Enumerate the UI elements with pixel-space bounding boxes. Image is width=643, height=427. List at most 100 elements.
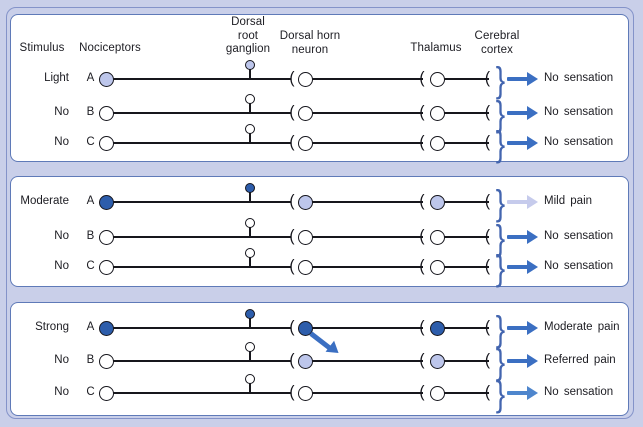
arrow-head xyxy=(526,194,538,209)
synapse-icon: ( xyxy=(484,133,491,152)
outcome-label: No sensation xyxy=(544,135,614,148)
arrow-head xyxy=(526,105,538,120)
thalamus-circle xyxy=(430,229,445,245)
thalamus-circle xyxy=(430,105,445,121)
thalamus-circle xyxy=(430,385,445,401)
synapse-icon: ( xyxy=(484,351,491,370)
outcome-label: No sensation xyxy=(544,229,614,242)
nociceptor-circle xyxy=(99,229,114,245)
arrow-shaft xyxy=(507,76,528,82)
column-header-stimulus: Stimulus xyxy=(19,42,65,54)
nociceptor-circle xyxy=(99,259,114,275)
nociceptor-circle xyxy=(99,353,114,369)
dorsal-root-ganglion-circle xyxy=(245,374,255,384)
synapse-icon: ( xyxy=(484,103,491,122)
arrow-head xyxy=(526,135,538,150)
synapse-icon: ( xyxy=(419,351,425,370)
axon-segment xyxy=(444,201,489,203)
column-header-cerebral-cortex: Cerebral cortex xyxy=(463,30,531,57)
axon-segment xyxy=(444,327,489,329)
fiber-letter: A xyxy=(86,71,95,84)
column-header-nociceptors: Nociceptors xyxy=(79,42,141,54)
axon-segment xyxy=(312,112,423,114)
arrow-shaft xyxy=(507,390,528,396)
synapse-icon: ( xyxy=(289,227,295,246)
dorsal-root-ganglion-stalk xyxy=(249,191,251,202)
synapse-icon: ( xyxy=(289,69,295,88)
nociceptor-circle xyxy=(99,135,114,151)
arrow-head xyxy=(526,259,538,274)
axon-segment xyxy=(444,142,489,144)
cerebral-cortex-brace-icon: } xyxy=(495,122,506,164)
synapse-icon: ( xyxy=(419,383,425,402)
fiber-letter: C xyxy=(86,385,95,398)
outcome-label: Moderate pain xyxy=(544,320,620,333)
synapse-icon: ( xyxy=(289,103,295,122)
synapse-icon: ( xyxy=(419,133,425,152)
stimulus-label: No xyxy=(54,353,69,366)
synapse-icon: ( xyxy=(289,192,295,211)
cerebral-cortex-brace-icon: } xyxy=(495,181,506,223)
axon-segment xyxy=(444,266,489,268)
thalamus-circle xyxy=(430,320,445,336)
synapse-icon: ( xyxy=(419,103,425,122)
dorsal-horn-neuron-circle xyxy=(298,71,313,87)
cerebral-cortex-brace-icon: } xyxy=(495,216,506,258)
axon-segment xyxy=(113,360,291,362)
cerebral-cortex-brace-icon: } xyxy=(495,372,506,414)
nociceptor-circle xyxy=(99,320,114,336)
cerebral-cortex-brace-icon: } xyxy=(495,92,506,134)
cerebral-cortex-brace-icon: } xyxy=(495,340,506,382)
column-header-dorsal-root-ganglion: Dorsal root ganglion xyxy=(218,16,278,57)
dorsal-root-ganglion-stalk xyxy=(249,132,251,143)
dorsal-root-ganglion-stalk xyxy=(249,350,251,361)
stimulus-label: Light xyxy=(44,71,69,84)
axon-segment xyxy=(444,236,489,238)
dorsal-root-ganglion-circle xyxy=(245,309,255,319)
cerebral-cortex-brace-icon: } xyxy=(495,246,506,288)
dorsal-root-ganglion-circle xyxy=(245,248,255,258)
arrow-shaft xyxy=(507,234,528,240)
dorsal-horn-neuron-circle xyxy=(298,105,313,121)
fiber-letter: C xyxy=(86,259,95,272)
header-line: root xyxy=(237,29,259,42)
outcome-label: No sensation xyxy=(544,385,614,398)
dorsal-root-ganglion-circle xyxy=(245,94,255,104)
dorsal-horn-neuron-circle xyxy=(298,135,313,151)
header-line: Cerebral xyxy=(474,30,520,42)
axon-segment xyxy=(113,392,291,394)
axon-segment xyxy=(113,142,291,144)
dorsal-root-ganglion-stalk xyxy=(249,317,251,328)
header-line: ganglion xyxy=(225,43,271,55)
dorsal-root-ganglion-stalk xyxy=(249,226,251,237)
outcome-label: No sensation xyxy=(544,71,614,84)
axon-segment xyxy=(113,78,291,80)
outcome-label: No sensation xyxy=(544,259,614,272)
arrow-head xyxy=(526,320,538,335)
synapse-icon: ( xyxy=(484,383,491,402)
axon-segment xyxy=(113,201,291,203)
axon-segment xyxy=(312,201,423,203)
fiber-letter: B xyxy=(86,229,95,242)
synapse-icon: ( xyxy=(419,227,425,246)
column-header-dorsal-horn-neuron: Dorsal horn neuron xyxy=(270,30,350,57)
arrow-shaft xyxy=(507,264,528,270)
synapse-icon: ( xyxy=(484,192,491,211)
arrow-head xyxy=(526,229,538,244)
referred-pain-cross-arrow-icon xyxy=(309,331,343,359)
synapse-icon: ( xyxy=(484,318,491,337)
axon-segment xyxy=(444,78,489,80)
arrow-shaft xyxy=(507,358,528,364)
stimulus-label: No xyxy=(54,105,69,118)
dorsal-horn-neuron-circle xyxy=(298,229,313,245)
synapse-icon: ( xyxy=(484,227,491,246)
synapse-icon: ( xyxy=(289,257,295,276)
axon-segment xyxy=(312,266,423,268)
dorsal-horn-neuron-circle xyxy=(298,353,313,369)
fiber-letter: A xyxy=(86,194,95,207)
stimulus-label: No xyxy=(54,135,69,148)
stimulus-label: No xyxy=(54,259,69,272)
synapse-icon: ( xyxy=(289,318,295,337)
dorsal-root-ganglion-stalk xyxy=(249,102,251,113)
